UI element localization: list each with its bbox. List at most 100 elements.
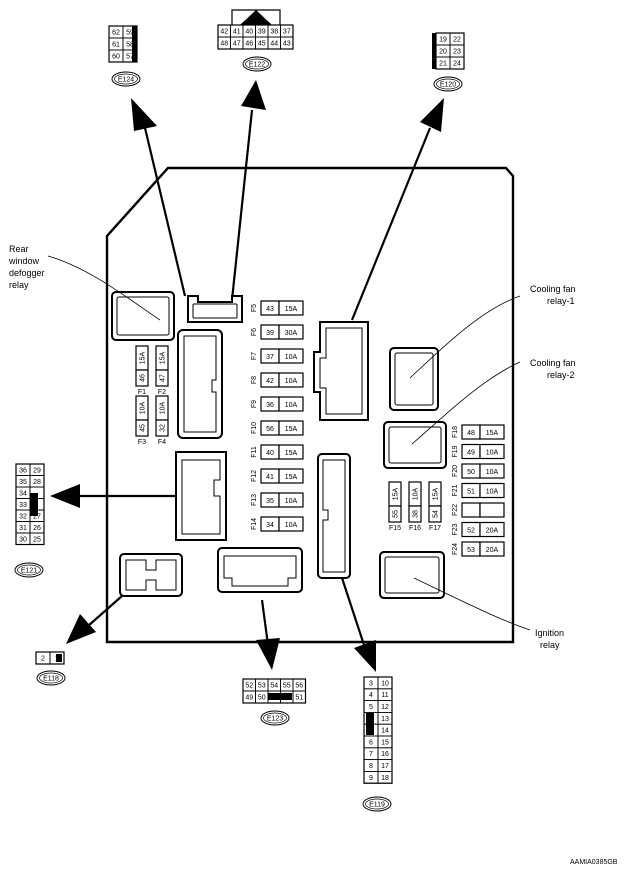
fuse-name: F1 <box>138 389 146 396</box>
connector-pin: 19 <box>439 37 447 44</box>
connector-pin: 32 <box>19 513 27 520</box>
label-cooling-fan-1-line2: relay-1 <box>547 296 575 306</box>
connector-pin: 20 <box>439 49 447 56</box>
connector-pin: 42 <box>220 29 228 36</box>
arrow-e119-head <box>354 640 376 672</box>
fuse-pin-cell <box>155 369 169 387</box>
fuse-pin: 50 <box>467 469 475 476</box>
connector-id: E118 <box>43 676 59 683</box>
label-ignition-line1: Ignition <box>535 628 564 638</box>
fuse-name: F12 <box>251 470 258 482</box>
housing-bottom-center-inner <box>223 555 297 587</box>
label-rear-defogger-2: window <box>8 256 40 266</box>
connector-key <box>268 693 292 700</box>
connector-pin: 34 <box>19 490 27 497</box>
connector-cell <box>292 690 306 704</box>
fuse-pin: 56 <box>266 426 274 433</box>
housing-upper-left-inner <box>183 335 217 433</box>
fuse-block-housing <box>105 166 515 644</box>
connector-pin: 37 <box>283 29 291 36</box>
connector-e118: 21E118 <box>35 651 66 686</box>
label-cooling-fan-1-line1: Cooling fan <box>530 284 576 294</box>
connector-id-badge-inner <box>263 712 287 724</box>
fuse-amp: 15A <box>285 426 298 433</box>
fuse-name: F18 <box>452 426 459 438</box>
fuse-amp: 10A <box>140 401 147 414</box>
connector-pin: 44 <box>270 41 278 48</box>
connector-id-badge-inner <box>245 58 269 70</box>
connector-pin: 14 <box>381 728 389 735</box>
fuse-amp: 15A <box>285 450 298 457</box>
fuse-pin-cell <box>155 419 169 437</box>
fuse-name: F5 <box>251 304 258 312</box>
connector-id-badge <box>36 670 66 686</box>
connector-arrows <box>50 80 444 672</box>
leader-rear-defogger <box>47 255 161 321</box>
leader-cooling-fan-2 <box>411 361 521 445</box>
fuse-pin-cell <box>428 505 442 523</box>
fuse-name: F20 <box>452 465 459 477</box>
connector-id-badge-inner <box>114 73 138 85</box>
fuse-pin: 34 <box>266 522 274 529</box>
fuse-pin: 53 <box>467 547 475 554</box>
fuse-amp: 10A <box>486 489 499 496</box>
fuse-amp: 10A <box>486 469 499 476</box>
fuse-name: F21 <box>452 484 459 496</box>
label-cooling-fan-2-line2: relay-2 <box>547 370 575 380</box>
connector-pin: 27 <box>33 513 41 520</box>
connector-pin: 49 <box>245 695 253 702</box>
fuse-pin: 51 <box>467 489 475 496</box>
arrow-e122-head <box>241 80 266 110</box>
connector-pin: 15 <box>381 739 389 746</box>
fuse-amp: 15A <box>393 487 400 500</box>
cooling-fan-relay-1-inner <box>394 352 434 406</box>
connector-pin: 62 <box>112 30 120 37</box>
fuse-amp-cell <box>479 463 505 479</box>
fuse-name: F10 <box>251 422 258 434</box>
fuse-pin: 32 <box>160 424 167 432</box>
connector-cell <box>49 651 65 665</box>
fuse-amp: 20A <box>486 528 499 535</box>
fuse-pin: 40 <box>266 450 274 457</box>
label-ignition-line2: relay <box>540 640 560 650</box>
fuse-name: F3 <box>138 439 146 446</box>
arrow-e119 <box>340 577 367 649</box>
fuse-amp: 15A <box>486 430 499 437</box>
connector-pin: 29 <box>33 467 41 474</box>
fuse-pin: 49 <box>467 450 475 457</box>
fuse-amp-cell <box>278 420 304 436</box>
connector-id: E123 <box>267 716 283 723</box>
connector-pin: 38 <box>270 29 278 36</box>
connector-cell <box>29 532 45 545</box>
connector-id-badge-inner <box>365 798 389 810</box>
arrow-e120-head <box>420 98 444 132</box>
connector-pin: 55 <box>283 683 291 690</box>
fuse-amp: 10A <box>285 354 298 361</box>
housing-top-small-inner <box>192 303 238 319</box>
connector-id: E121 <box>21 568 37 575</box>
connector-pin: 21 <box>439 61 447 68</box>
fuse-amp: 15A <box>433 487 440 500</box>
fuse-pin: 36 <box>266 402 274 409</box>
fuse-pin: 52 <box>467 528 475 535</box>
connector-pin: 24 <box>453 61 461 68</box>
connector-pin: 9 <box>369 775 373 782</box>
fuse-amp: 20A <box>486 547 499 554</box>
fuse-amp: 10A <box>285 378 298 385</box>
fuse-pin: 41 <box>266 474 274 481</box>
connector-pin: 35 <box>19 479 27 486</box>
connector-id-badge <box>362 796 392 812</box>
fuse-name: F9 <box>251 400 258 408</box>
fuse-amp-cell <box>278 468 304 484</box>
fuse-amp-cell <box>278 348 304 364</box>
